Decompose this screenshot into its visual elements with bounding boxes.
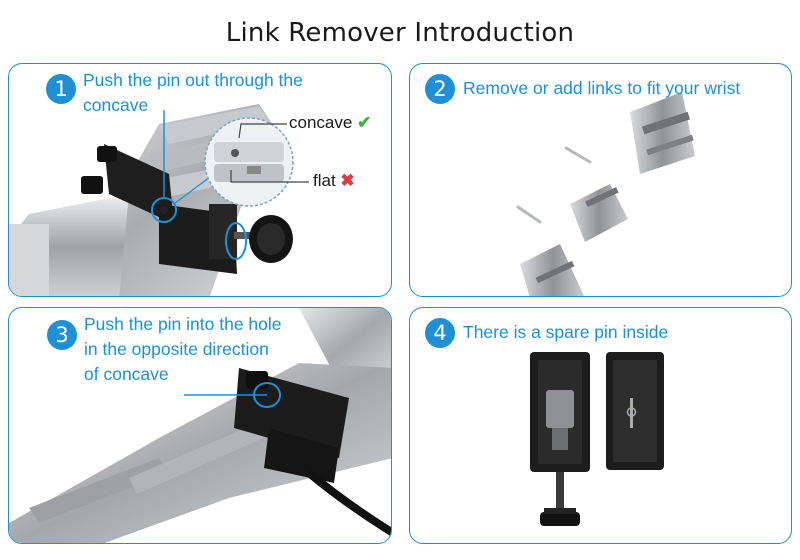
- step-1-panel: 1 Push the pin out through the concave c…: [8, 63, 392, 297]
- step-2-panel: 2 Remove or add links to fit your wrist: [409, 63, 792, 297]
- step-2-badge: 2: [425, 74, 455, 104]
- step-3-line-3: of concave: [84, 364, 169, 384]
- link-remover-tool: [234, 368, 391, 537]
- step-4-text: There is a spare pin inside: [463, 320, 668, 345]
- step-1-line-2: concave: [83, 95, 149, 115]
- single-link: [570, 184, 628, 242]
- step-4-badge: 4: [425, 318, 455, 348]
- step-1-badge: 1: [46, 74, 76, 104]
- flat-label: flat ✖: [313, 171, 355, 190]
- concave-label: concave ✔: [289, 113, 372, 132]
- step-3-line-2: in the opposite direction: [84, 339, 269, 359]
- step-3-badge: 3: [47, 320, 77, 350]
- step-3-illustration: [9, 308, 391, 543]
- step-2-line-1: Remove or add links to fit your wrist: [463, 78, 741, 98]
- step-3-line-1: Push the pin into the hole: [84, 314, 282, 334]
- step-4-illustration: [530, 352, 664, 526]
- zoom-detail: [204, 117, 294, 207]
- tool-cover-with-spare-pin: [606, 352, 664, 470]
- step-4-panel: 4 There is a spare pin inside: [409, 307, 792, 544]
- step-1-text: Push the pin out through the concave: [83, 68, 303, 118]
- step-2-illustration: [516, 92, 695, 296]
- link-remover-tool: [81, 144, 293, 274]
- bracelet-segment-bottom: [520, 244, 585, 296]
- step-1-line-1: Push the pin out through the: [83, 70, 303, 90]
- step-2-text: Remove or add links to fit your wrist: [463, 76, 740, 101]
- step-1-illustration: [9, 104, 309, 296]
- pin-1: [564, 146, 592, 164]
- spare-pin: [630, 398, 633, 428]
- step-4-line-1: There is a spare pin inside: [463, 322, 669, 342]
- page-title: Link Remover Introduction: [225, 18, 575, 48]
- cross-icon: ✖: [340, 171, 355, 190]
- tool-body-open: [530, 352, 590, 526]
- pin-2: [516, 205, 542, 224]
- step-3-panel: 3 Push the pin into the hole in the oppo…: [8, 307, 392, 544]
- check-icon: ✔: [357, 113, 372, 132]
- step-3-text: Push the pin into the hole in the opposi…: [84, 312, 282, 387]
- bracelet-segment-top: [630, 92, 695, 174]
